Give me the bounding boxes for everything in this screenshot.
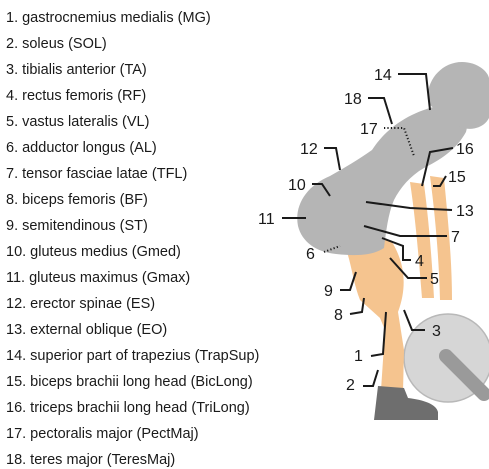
marker-13: 13: [456, 203, 474, 220]
marker-1: 1: [354, 348, 363, 365]
marker-11: 11: [258, 211, 275, 228]
marker-6: 6: [306, 246, 315, 263]
marker-9: 9: [324, 283, 333, 300]
marker-12: 12: [300, 141, 318, 158]
marker-15: 15: [448, 169, 466, 186]
marker-3: 3: [432, 323, 441, 340]
marker-10: 10: [288, 177, 306, 194]
marker-8: 8: [334, 307, 343, 324]
marker-17: 17: [360, 121, 378, 138]
marker-4: 4: [415, 253, 424, 270]
marker-2: 2: [346, 377, 355, 394]
leader-14: [398, 74, 430, 110]
leader-12: [324, 148, 340, 170]
marker-14: 14: [374, 67, 392, 84]
leader-2: [363, 370, 378, 386]
marker-16: 16: [456, 141, 474, 158]
marker-5: 5: [430, 271, 439, 288]
marker-7: 7: [451, 229, 460, 246]
marker-18: 18: [344, 91, 362, 108]
